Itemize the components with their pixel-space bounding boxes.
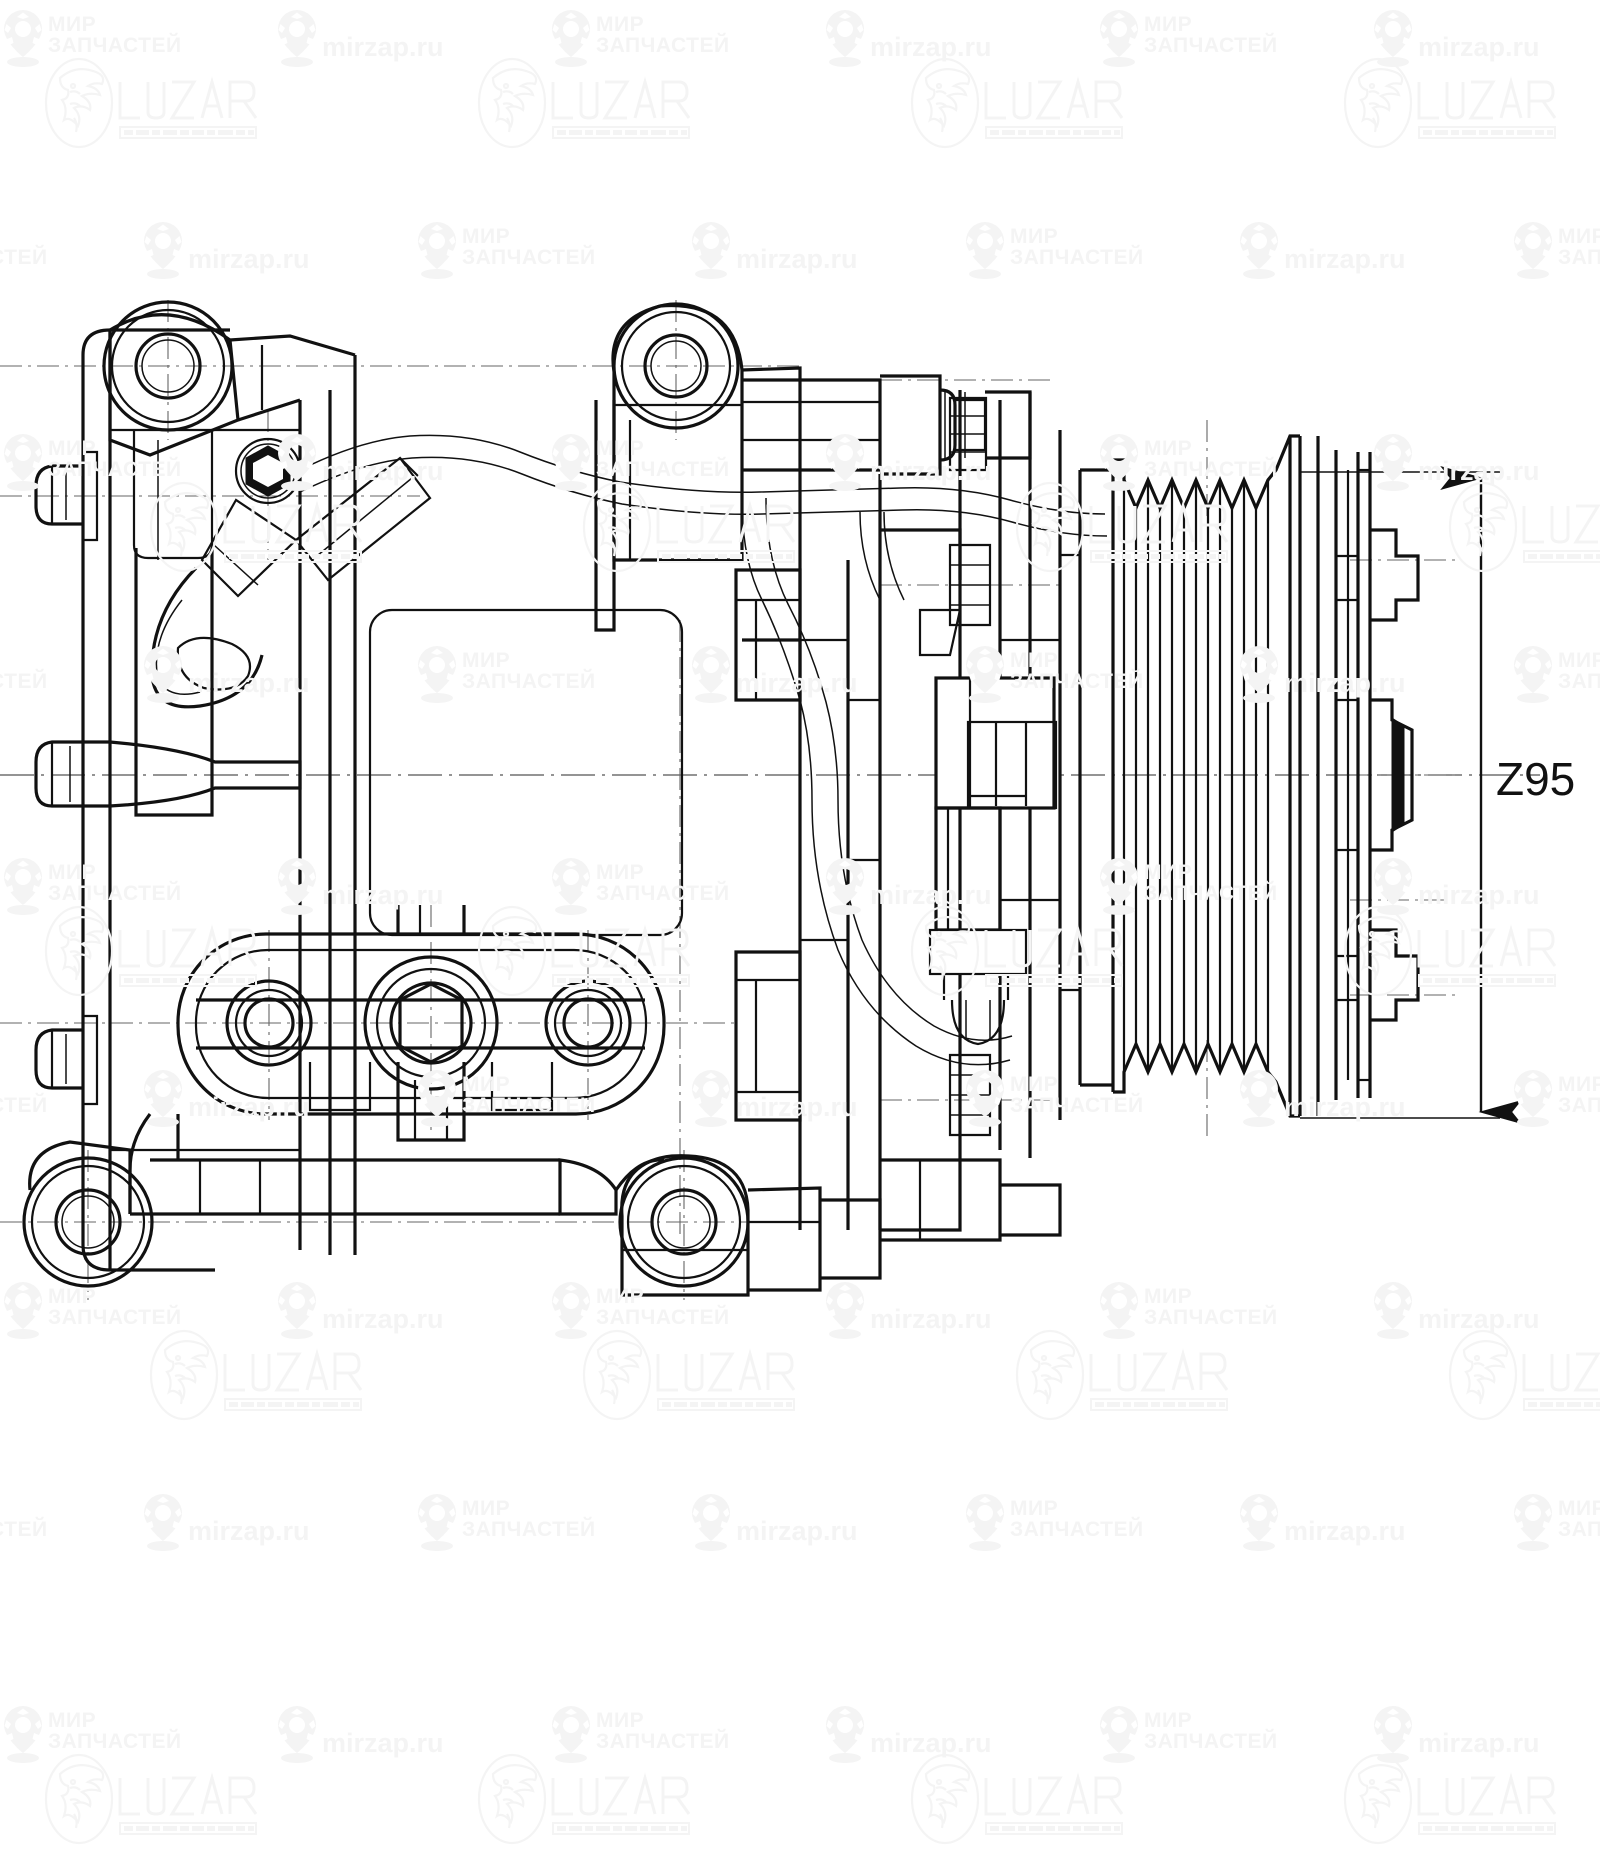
mirzap-pin-icon bbox=[1100, 1706, 1138, 1763]
side-stud-middle bbox=[34, 740, 302, 808]
hex-nut-lower bbox=[948, 1053, 992, 1137]
drawing-canvas: .h{fill:none;stroke:#111;stroke-width:3.… bbox=[0, 10, 1600, 1845]
watermark-shop-line1: МИР bbox=[1144, 1709, 1193, 1732]
top-arm bbox=[229, 334, 356, 422]
bottom-bracket bbox=[22, 1113, 882, 1297]
connector-block-diagonal bbox=[294, 456, 432, 582]
service-port-hex-fitting bbox=[150, 437, 302, 709]
watermark-site-url: mirzap.ru bbox=[322, 1728, 444, 1758]
hex-nut-top bbox=[948, 396, 988, 472]
mount-boss-top-right bbox=[594, 302, 802, 642]
watermark-shop-line2: ЗАПЧАСТЕЙ bbox=[48, 1730, 182, 1754]
mirzap-pin-icon bbox=[278, 1706, 316, 1763]
mirzap-pin-icon bbox=[4, 1706, 42, 1763]
luzar-logo-watermark bbox=[910, 1753, 1124, 1845]
hex-nut-mid bbox=[948, 543, 992, 627]
watermark-shop-line2: ЗАПЧАСТЕЙ bbox=[1144, 1730, 1278, 1754]
dimension-pulley-diameter: Ζ95 bbox=[1300, 466, 1575, 1124]
mirzap-pin-icon bbox=[1374, 1706, 1412, 1763]
compressor-technical-drawing: .h{fill:none;stroke:#111;stroke-width:3.… bbox=[0, 300, 1575, 1300]
mirzap-pin-icon bbox=[552, 1706, 590, 1763]
luzar-logo-watermark bbox=[44, 1753, 258, 1845]
clutch-pulley bbox=[1080, 434, 1420, 1118]
watermark-shop-line2: ЗАПЧАСТЕЙ bbox=[596, 1730, 730, 1754]
watermark-shop-line1: МИР bbox=[596, 1709, 645, 1732]
clutch-coil-connector bbox=[918, 608, 1058, 1046]
mirzap-pin-icon bbox=[826, 1706, 864, 1763]
watermark-site-url: mirzap.ru bbox=[1418, 1728, 1540, 1758]
rear-housing-plate bbox=[798, 390, 1082, 1232]
luzar-logo-watermark bbox=[1343, 1753, 1557, 1845]
lower-right-housing bbox=[734, 568, 1062, 1242]
dimension-label: Ζ95 bbox=[1496, 753, 1575, 805]
mount-boss-top-left bbox=[102, 300, 240, 817]
watermark-site-url: mirzap.ru bbox=[870, 1728, 992, 1758]
side-stud-upper bbox=[34, 450, 99, 542]
side-stud-lower bbox=[34, 1014, 99, 1106]
watermark-shop-line1: МИР bbox=[48, 1709, 97, 1732]
luzar-logo-watermark bbox=[477, 1753, 691, 1845]
